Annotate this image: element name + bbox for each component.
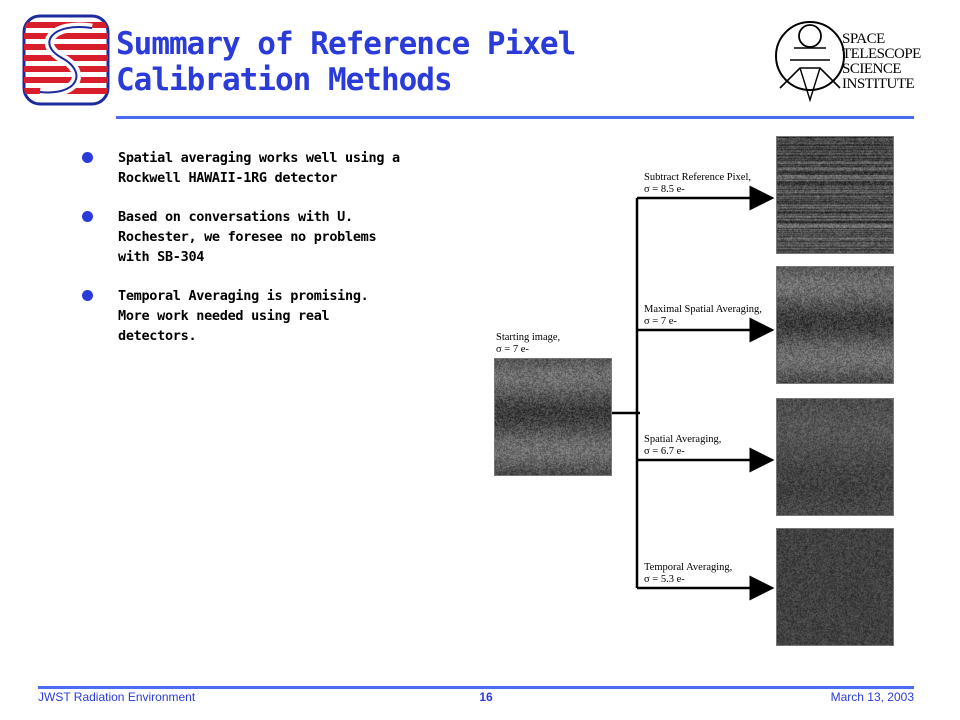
output-label-2-name: Maximal Spatial Averaging, (644, 304, 762, 315)
bullet-dot-icon (82, 152, 93, 163)
output-label-4-name: Temporal Averaging, (644, 562, 733, 573)
bullet-line: Spatial averaging works well using a (118, 150, 400, 166)
footer-date: March 13, 2003 (830, 690, 914, 704)
title-divider (116, 116, 914, 119)
start-label-sigma: σ = 7 e- (496, 344, 529, 355)
start-label: Starting image, σ = 7 e- (496, 332, 560, 356)
output-image-maximal-spatial (776, 266, 894, 384)
output-image-temporal (776, 528, 894, 646)
stsci-wordmark-logo: SPACE TELESCOPE SCIENCE INSTITUTE (770, 8, 938, 108)
bullet-line: Based on conversations with U. (118, 209, 353, 225)
logo-word-institute: INSTITUTE (842, 76, 915, 92)
bullet-dot-icon (82, 211, 93, 222)
bullet-line: Temporal Averaging is promising. (118, 288, 369, 304)
output-label-1: Subtract Reference Pixel, σ = 8.5 e- (644, 172, 751, 196)
output-label-3-name: Spatial Averaging, (644, 434, 722, 445)
start-label-name: Starting image, (496, 332, 561, 343)
calibration-diagram: Starting image, σ = 7 e- Subtract Refere… (470, 128, 910, 658)
output-image-spatial (776, 398, 894, 516)
bullet-line: Rockwell HAWAII-1RG detector (118, 170, 338, 186)
bullet-list: Spatial averaging works well using a Roc… (80, 148, 460, 365)
output-label-3-sigma: σ = 6.7 e- (644, 446, 685, 457)
footer-left: JWST Radiation Environment (38, 690, 196, 704)
output-label-4-sigma: σ = 5.3 e- (644, 574, 685, 585)
output-label-2-sigma: σ = 7 e- (644, 316, 677, 327)
logo-word-space: SPACE (842, 31, 885, 47)
page-number: 16 (479, 690, 493, 704)
bullet-line: Rochester, we foresee no problems (118, 229, 377, 245)
bullet-line: More work needed using real (118, 308, 330, 324)
bullet-line: detectors. (118, 328, 197, 344)
diagram-connectors (610, 185, 775, 601)
bullet-item: Based on conversations with U. Rochester… (80, 207, 460, 267)
starting-image (494, 358, 612, 476)
page-title: Summary of Reference Pixel Calibration M… (116, 26, 676, 98)
bullet-line: with SB-304 (118, 249, 205, 265)
bullet-item: Spatial averaging works well using a Roc… (80, 148, 460, 188)
title-line-1: Summary of Reference Pixel (116, 26, 576, 62)
output-label-1-sigma: σ = 8.5 e- (644, 184, 685, 195)
telescope-emblem-icon (775, 21, 845, 103)
output-label-3: Spatial Averaging, σ = 6.7 e- (644, 434, 721, 458)
stsci-logo (22, 14, 110, 106)
title-line-2: Calibration Methods (116, 62, 453, 98)
bullet-dot-icon (82, 290, 93, 301)
output-label-1-name: Subtract Reference Pixel, (644, 172, 751, 183)
logo-word-telescope: TELESCOPE (842, 46, 921, 62)
output-label-4: Temporal Averaging, σ = 5.3 e- (644, 562, 732, 586)
output-label-2: Maximal Spatial Averaging, σ = 7 e- (644, 304, 762, 328)
bullet-item: Temporal Averaging is promising. More wo… (80, 286, 460, 346)
footer-divider (38, 686, 914, 689)
logo-word-science: SCIENCE (842, 61, 902, 77)
output-image-subtract-reference (776, 136, 894, 254)
